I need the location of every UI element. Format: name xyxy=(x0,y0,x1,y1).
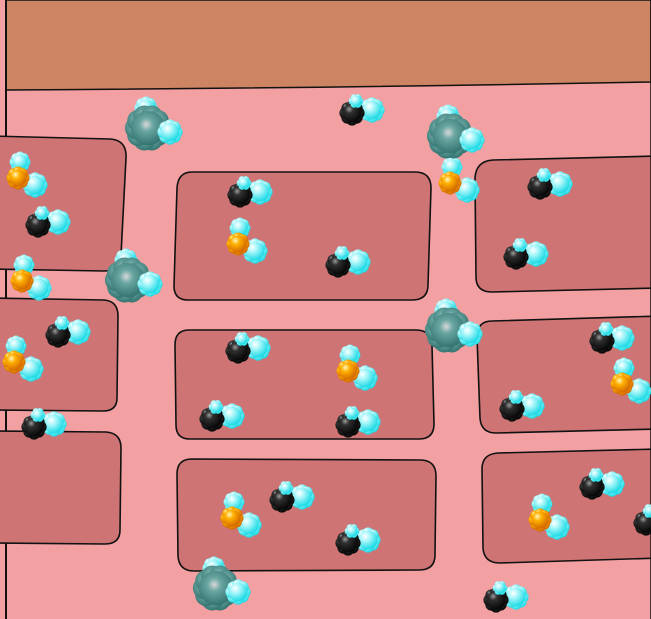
black-cyan-molecule-icon xyxy=(269,481,315,513)
black-cyan-molecule-icon xyxy=(579,468,625,500)
black-cyan-molecule-icon xyxy=(633,504,651,536)
skin-surface-layer xyxy=(5,0,651,91)
orange-cyan-molecule-icon xyxy=(336,344,378,391)
cell xyxy=(481,448,651,564)
molecule-layer xyxy=(2,94,651,613)
cell-group xyxy=(0,135,651,572)
teal-cluster-molecule-icon xyxy=(104,248,163,303)
orange-cyan-molecule-icon xyxy=(610,357,651,404)
black-cyan-molecule-icon xyxy=(527,168,573,200)
black-cyan-molecule-icon xyxy=(325,246,371,278)
black-cyan-molecule-icon xyxy=(503,238,549,270)
orange-cyan-molecule-icon xyxy=(2,335,44,382)
teal-cluster-molecule-icon xyxy=(426,104,485,159)
black-cyan-molecule-icon xyxy=(335,524,381,556)
orange-cyan-molecule-icon xyxy=(438,156,480,203)
black-cyan-molecule-icon xyxy=(483,581,529,613)
orange-cyan-molecule-icon xyxy=(220,491,262,538)
orange-cyan-molecule-icon xyxy=(226,217,268,264)
teal-cluster-molecule-icon xyxy=(424,298,483,353)
black-cyan-molecule-icon xyxy=(499,390,545,422)
black-cyan-molecule-icon xyxy=(25,206,71,238)
black-cyan-molecule-icon xyxy=(21,408,67,440)
cell xyxy=(176,458,437,572)
black-cyan-molecule-icon xyxy=(335,406,381,438)
black-cyan-molecule-icon xyxy=(45,316,91,348)
black-cyan-molecule-icon xyxy=(589,322,635,354)
teal-cluster-molecule-icon xyxy=(124,96,183,151)
black-cyan-molecule-icon xyxy=(227,176,273,208)
cell xyxy=(173,171,432,301)
black-cyan-molecule-icon xyxy=(225,332,271,364)
orange-cyan-molecule-icon xyxy=(6,151,48,198)
black-cyan-molecule-icon xyxy=(199,400,245,432)
orange-cyan-molecule-icon xyxy=(528,493,570,540)
teal-cluster-molecule-icon xyxy=(192,556,251,611)
orange-cyan-molecule-icon xyxy=(10,254,52,301)
black-cyan-molecule-icon xyxy=(339,94,385,126)
cell xyxy=(0,430,122,545)
